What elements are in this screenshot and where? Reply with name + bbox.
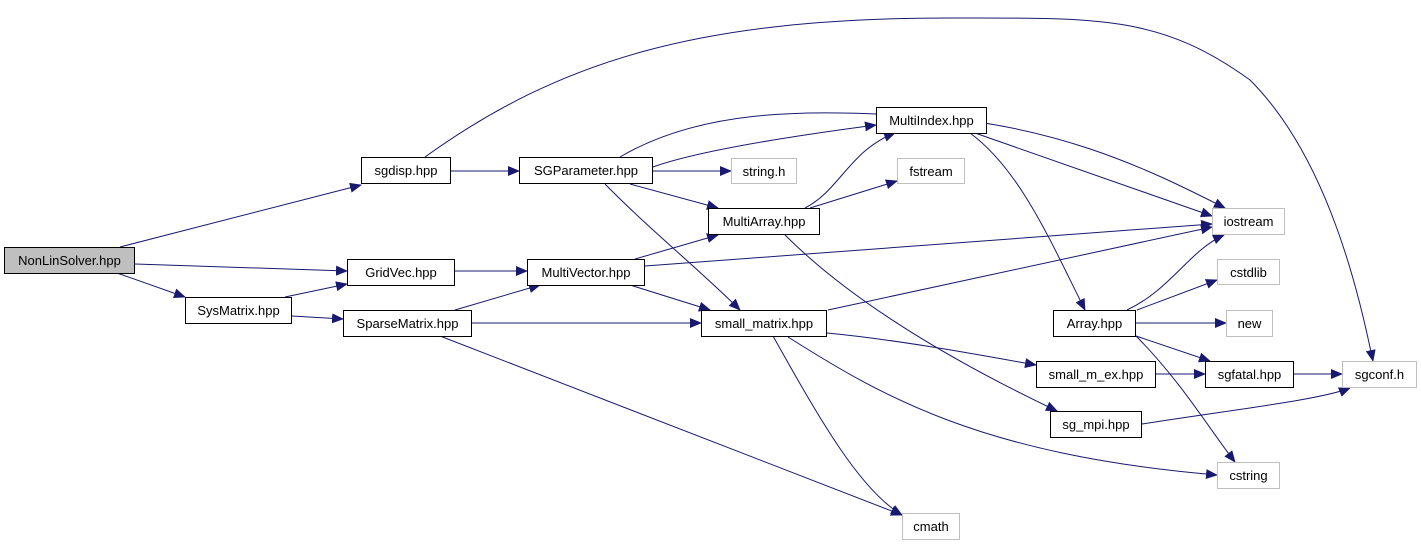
edge-sgdisp-hpp-to-sgconf-h: [424, 17, 1376, 362]
node-small-m-ex[interactable]: small_m_ex.hpp: [1036, 361, 1156, 388]
edge-multiindex-hpp-to-iostream: [974, 132, 1213, 218]
edge-multivector-hpp-to-iostream: [644, 219, 1213, 267]
edge-multivector-hpp-to-multiarray-hpp: [634, 233, 719, 260]
edge-small_matrix-hpp-to-small_m_ex-hpp: [826, 332, 1037, 368]
node-multiarray[interactable]: MultiArray.hpp: [708, 208, 820, 235]
edge-small_matrix-hpp-to-iostream: [827, 224, 1213, 311]
edge-sgparameter-hpp-to-multiindex-hpp: [652, 121, 877, 168]
edge-small_matrix-hpp-to-cstring: [787, 336, 1218, 480]
node-cmath[interactable]: cmath: [902, 513, 960, 540]
edge-multiarray-hpp-to-sg_mpi-hpp: [784, 234, 1058, 412]
node-gridvec[interactable]: GridVec.hpp: [347, 259, 455, 286]
edge-nonlinsolver-hpp-to-gridvec-hpp: [134, 263, 348, 276]
node-new[interactable]: new: [1226, 310, 1273, 337]
edge-array-hpp-to-sgfatal-hpp: [1135, 335, 1211, 363]
edge-sg_mpi-hpp-to-sgconf-h: [1141, 387, 1351, 425]
node-string-h[interactable]: string.h: [731, 158, 797, 184]
node-sgparameter[interactable]: SGParameter.hpp: [519, 157, 653, 184]
edge-array-hpp-to-cstring: [1135, 335, 1236, 463]
edge-nonlinsolver-hpp-to-sysmatrix-hpp: [116, 272, 186, 299]
node-multiindex[interactable]: MultiIndex.hpp: [876, 107, 987, 134]
node-sparsematrix[interactable]: SparseMatrix.hpp: [343, 310, 472, 337]
edge-nonlinsolver-hpp-to-sgdisp-hpp: [119, 182, 362, 248]
edge-multiarray-hpp-to-multiindex-hpp: [804, 132, 896, 209]
node-array[interactable]: Array.hpp: [1053, 310, 1136, 337]
node-sgconf[interactable]: sgconf.h: [1342, 361, 1417, 388]
edge-array-hpp-to-cstdlib: [1136, 279, 1218, 311]
edge-sgparameter-hpp-to-small_matrix-hpp: [604, 183, 741, 311]
edge-small_matrix-hpp-to-cmath: [772, 335, 903, 516]
node-sg-mpi[interactable]: sg_mpi.hpp: [1050, 411, 1142, 438]
node-multivector[interactable]: MultiVector.hpp: [527, 259, 645, 286]
edge-array-hpp-to-iostream: [1126, 234, 1225, 311]
node-nonlinsolver[interactable]: NonLinSolver.hpp: [4, 247, 135, 274]
node-small-matrix[interactable]: small_matrix.hpp: [701, 310, 827, 337]
node-fstream[interactable]: fstream: [897, 158, 965, 184]
node-sgdisp[interactable]: sgdisp.hpp: [361, 157, 451, 184]
edge-multiarray-hpp-to-fstream: [809, 179, 898, 209]
edge-sparsematrix-hpp-to-multivector-hpp: [454, 283, 541, 311]
node-sgfatal[interactable]: sgfatal.hpp: [1205, 361, 1294, 388]
edge-multivector-hpp-to-small_matrix-hpp: [629, 284, 711, 312]
edge-multiindex-hpp-to-array-hpp: [969, 132, 1086, 311]
edge-sgparameter-hpp-to-multiarray-hpp: [629, 183, 719, 210]
node-cstring[interactable]: cstring: [1217, 462, 1280, 489]
edge-sparsematrix-hpp-to-cmath: [439, 335, 903, 516]
node-sysmatrix[interactable]: SysMatrix.hpp: [185, 297, 292, 324]
node-iostream[interactable]: iostream: [1212, 208, 1285, 235]
node-cstdlib[interactable]: cstdlib: [1217, 259, 1280, 285]
edge-sysmatrix-hpp-to-gridvec-hpp: [284, 281, 348, 298]
edge-sysmatrix-hpp-to-sparsematrix-hpp: [291, 313, 344, 324]
